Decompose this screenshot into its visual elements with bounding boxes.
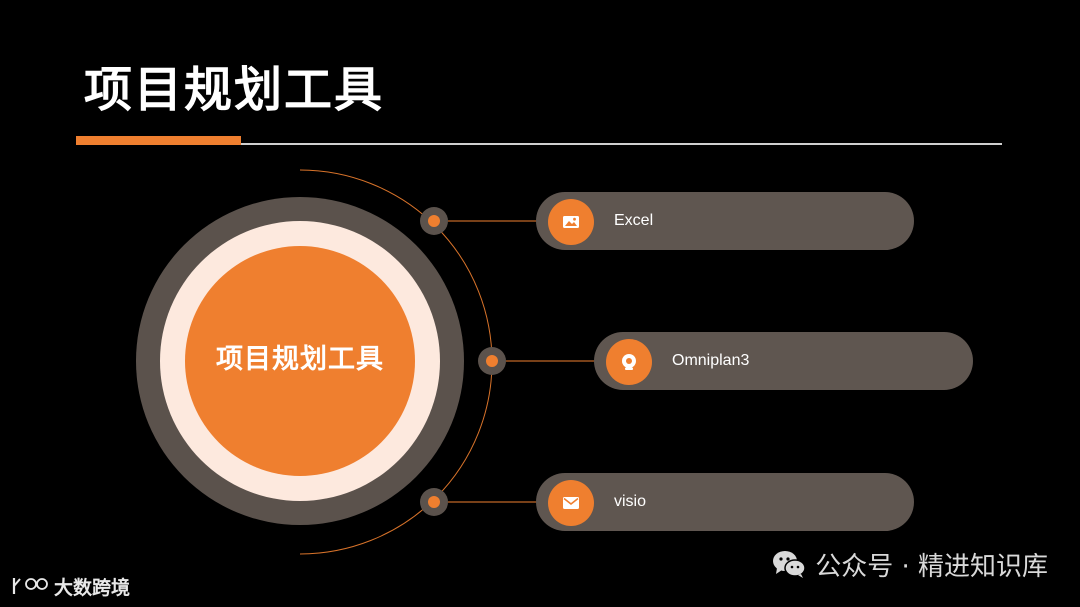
tool-label: Excel: [614, 212, 654, 229]
tool-badge: [548, 199, 594, 245]
page-title: 项目规划工具: [84, 62, 385, 118]
connector-node: [420, 488, 448, 516]
tool-label: visio: [614, 493, 647, 510]
tool-badge: [606, 339, 652, 385]
title-divider: [76, 143, 1002, 145]
center-label: 项目规划工具: [216, 344, 384, 375]
watermark-text: 公众号 · 精进知识库: [815, 551, 1048, 582]
tool-pill-omniplan3[interactable]: Omniplan3: [594, 332, 973, 390]
tool-label: Omniplan3: [672, 352, 750, 369]
mail-icon: [563, 497, 579, 509]
brand-logo: 大数跨境: [10, 571, 130, 601]
tool-pill-visio[interactable]: visio: [536, 473, 914, 531]
wechat-icon: [773, 551, 806, 578]
brand-logo-text: 大数跨境: [54, 576, 131, 599]
camera-icon: [622, 354, 636, 370]
center-circle: [185, 246, 415, 476]
image-icon: [563, 216, 579, 228]
connector-node: [478, 347, 506, 375]
brand-mark-icon: [12, 578, 48, 594]
tool-pill-excel[interactable]: Excel: [536, 192, 914, 250]
title-accent-bar: [76, 136, 241, 145]
connector-node: [420, 207, 448, 235]
tool-badge: [548, 480, 594, 526]
wechat-watermark: 公众号 · 精进知识库: [771, 546, 1048, 582]
